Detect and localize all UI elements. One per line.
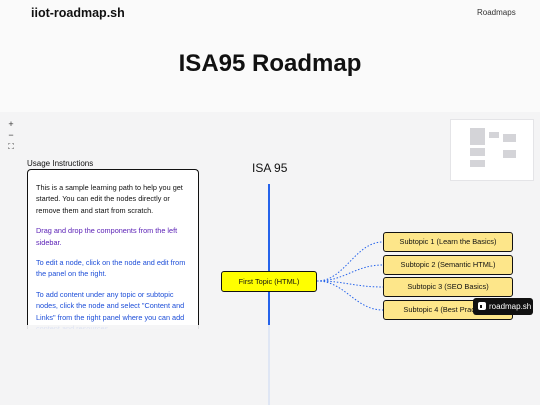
site-logo-link[interactable]: iiot-roadmap.sh — [31, 6, 125, 20]
minimap-block — [470, 128, 485, 145]
roadmap-spine — [268, 184, 270, 405]
instructions-paragraph: This is a sample learning path to help y… — [36, 183, 183, 215]
subtopic-node[interactable]: Subtopic 2 (Semantic HTML) — [383, 255, 513, 275]
link-subtopic-1 — [316, 241, 384, 282]
canvas-bottom-overlay — [0, 325, 540, 405]
link-subtopic-4 — [316, 280, 384, 311]
instructions-paragraph: To edit a node, click on the node and ed… — [36, 258, 186, 279]
zoom-out-button[interactable]: − — [8, 130, 14, 140]
badge-label: roadmap.sh — [489, 302, 532, 311]
subtopic-node[interactable]: Subtopic 3 (SEO Basics) — [383, 277, 513, 297]
zoom-in-button[interactable]: + — [8, 119, 14, 129]
instructions-panel[interactable]: This is a sample learning path to help y… — [27, 169, 199, 329]
topic-node[interactable]: First Topic (HTML) — [221, 271, 317, 292]
instructions-title: Usage Instructions — [27, 159, 94, 168]
top-bar: iiot-roadmap.sh Roadmaps — [0, 0, 540, 26]
minimap-block — [470, 160, 485, 167]
roadmap-logo-icon — [478, 302, 486, 310]
roadmap-canvas[interactable]: + − ⛶ Usage Instructions This is a sampl… — [0, 112, 540, 405]
roadmap-heading[interactable]: ISA 95 — [252, 161, 288, 175]
instructions-paragraph: Drag and drop the components from the le… — [36, 226, 178, 247]
link-subtopic-2 — [316, 264, 384, 282]
roadmap-sh-badge[interactable]: roadmap.sh — [473, 298, 533, 315]
minimap[interactable] — [450, 119, 534, 181]
fit-view-button[interactable]: ⛶ — [8, 142, 14, 151]
minimap-block — [489, 132, 499, 138]
minimap-block — [503, 150, 516, 158]
minimap-block — [503, 134, 516, 142]
subtopic-node[interactable]: Subtopic 1 (Learn the Basics) — [383, 232, 513, 252]
minimap-block — [470, 148, 485, 156]
topic-links — [316, 241, 384, 311]
link-subtopic-3 — [316, 280, 384, 288]
nav-roadmaps-link[interactable]: Roadmaps — [477, 8, 516, 17]
page-title: ISA95 Roadmap — [178, 50, 362, 77]
